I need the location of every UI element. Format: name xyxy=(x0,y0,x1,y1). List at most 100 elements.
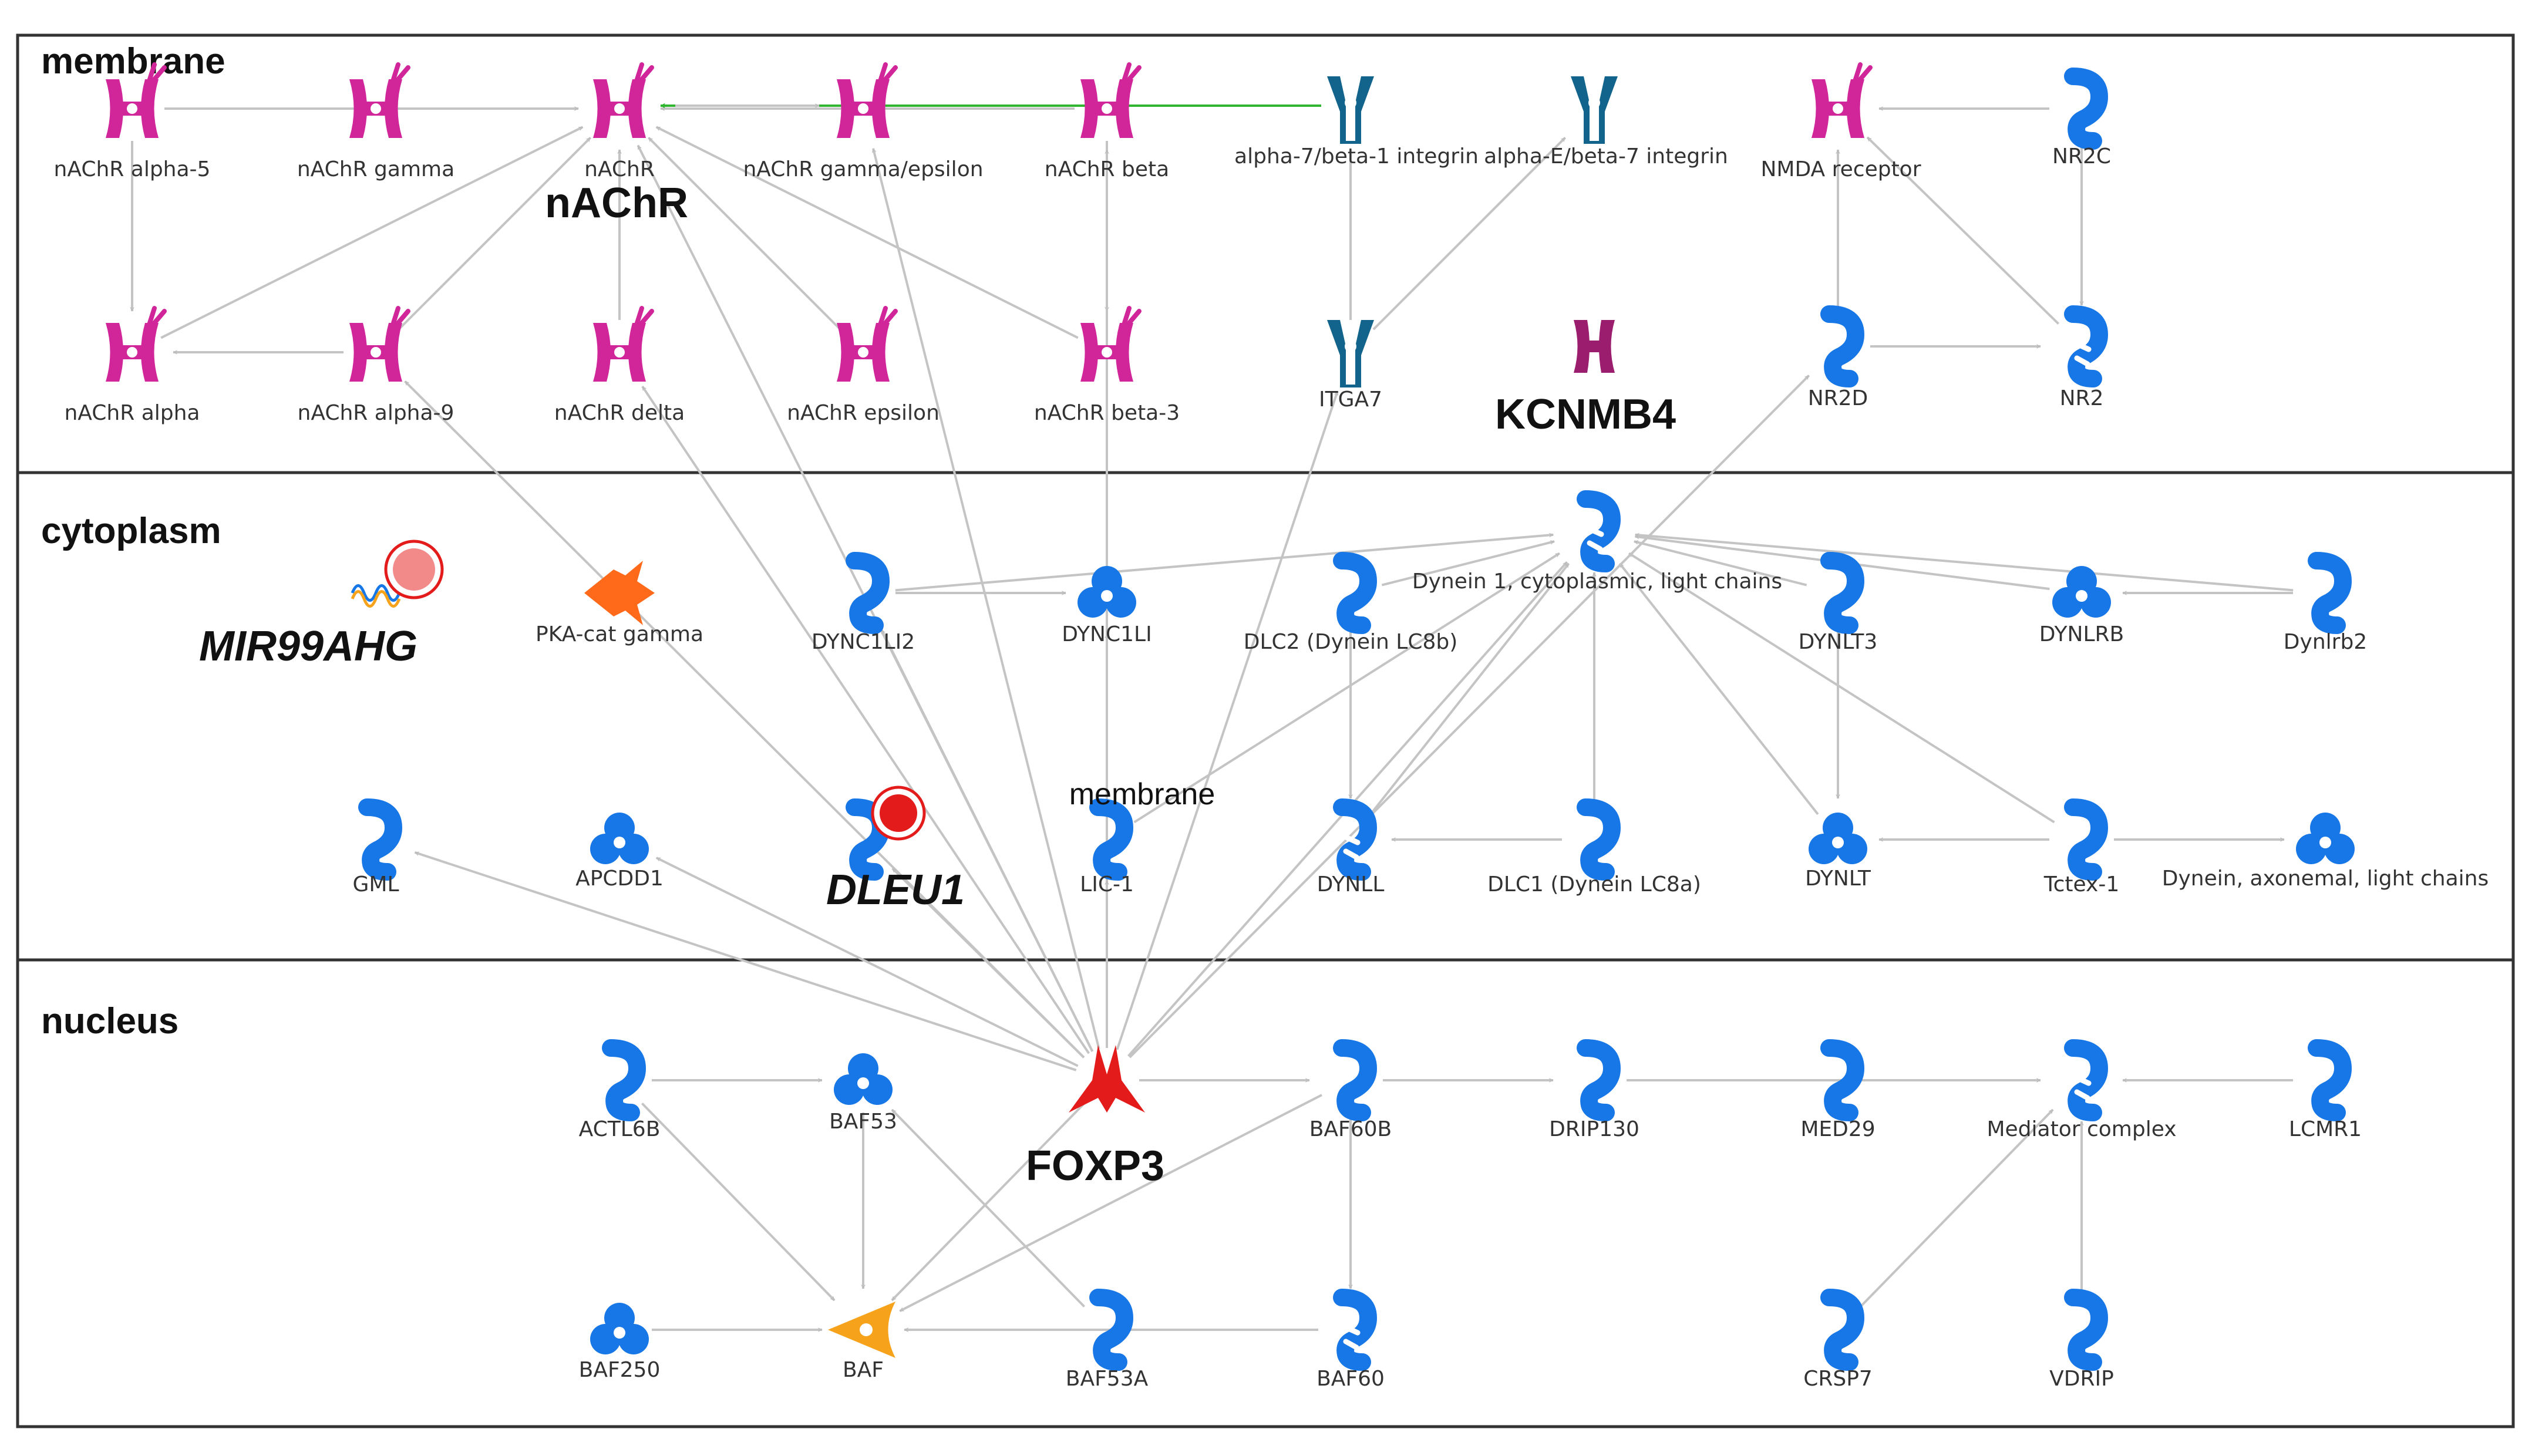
node-label-nr2c: NR2C xyxy=(2052,144,2111,168)
node-itga7[interactable] xyxy=(1327,320,1374,387)
receptor-channel-icon xyxy=(1080,306,1142,382)
node-dlc1[interactable] xyxy=(1577,798,1621,881)
node-label-lic1: LIC-1 xyxy=(1080,872,1134,896)
node-nachr-beta3[interactable] xyxy=(1080,306,1142,382)
node-dynlt3[interactable] xyxy=(1820,552,1865,634)
node-nr2d[interactable] xyxy=(1820,305,1865,387)
node-label-actl6b: ACTL6B xyxy=(579,1117,661,1141)
protein-icon xyxy=(2064,1289,2109,1371)
mir99ahg-highlight-label: MIR99AHG xyxy=(199,623,417,670)
node-nachr-alpha9[interactable] xyxy=(349,306,410,382)
node-nachr-alpha5[interactable] xyxy=(106,62,167,138)
node-label-nachr-gamma: nAChR gamma xyxy=(297,157,454,181)
node-label-baf53: BAF53 xyxy=(829,1110,897,1134)
node-int-a7b1[interactable] xyxy=(1327,76,1374,144)
node-label-dynll: DYNLL xyxy=(1317,872,1385,896)
node-label-nachr-delta: nAChR delta xyxy=(554,401,685,425)
node-dynlrb2[interactable] xyxy=(2308,552,2352,634)
node-dynlrb[interactable] xyxy=(2052,566,2111,618)
ion-channel-icon xyxy=(1574,320,1615,373)
highlight-marker-icon xyxy=(871,786,926,841)
node-nachr-alpha[interactable] xyxy=(106,306,167,382)
node-gml[interactable] xyxy=(358,798,403,881)
node-dlc2[interactable] xyxy=(1333,552,1378,634)
node-dynll[interactable] xyxy=(1333,798,1378,881)
membrane-section-title: membrane xyxy=(41,41,225,82)
protein-group-icon xyxy=(2064,1039,2109,1121)
node-nr2c[interactable] xyxy=(2064,68,2109,150)
node-baf53a[interactable] xyxy=(1089,1289,1134,1371)
node-label-dynlrb2: Dynlrb2 xyxy=(2284,630,2367,654)
node-int-aeb7[interactable] xyxy=(1571,76,1618,144)
node-label-nr2: NR2 xyxy=(2060,386,2104,410)
receptor-channel-icon xyxy=(106,306,167,382)
node-dync1li[interactable] xyxy=(1078,566,1136,618)
node-nachr[interactable] xyxy=(593,62,654,138)
node-label-nachr-beta: nAChR beta xyxy=(1045,157,1169,181)
node-nachr-delta[interactable] xyxy=(593,306,654,382)
edge-nachr_alpha-to-nachr xyxy=(160,126,584,339)
kcnmb4-highlight-label: KCNMB4 xyxy=(1495,391,1676,438)
node-label-dynein1: Dynein 1, cytoplasmic, light chains xyxy=(1412,569,1782,594)
node-mediator[interactable] xyxy=(2064,1039,2109,1121)
protein-icon xyxy=(358,798,403,881)
node-baf250[interactable] xyxy=(590,1303,649,1354)
node-med29[interactable] xyxy=(1820,1039,1865,1121)
node-dync1li2[interactable] xyxy=(846,552,890,634)
node-drip130[interactable] xyxy=(1577,1039,1621,1121)
edge-foxp3-to-itga7 xyxy=(1116,390,1339,1050)
node-label-nachr-gamma-eps: nAChR gamma/epsilon xyxy=(743,157,983,181)
node-label-gml: GML xyxy=(352,872,399,896)
complex-icon xyxy=(1078,566,1136,618)
node-dleu1[interactable] xyxy=(846,786,926,881)
node-nachr-beta[interactable] xyxy=(1080,62,1142,138)
foxp3-highlight-label: FOXP3 xyxy=(1026,1142,1164,1189)
node-lcmr1[interactable] xyxy=(2308,1039,2352,1121)
protein-icon xyxy=(2308,552,2352,634)
node-apcdd1[interactable] xyxy=(590,813,649,864)
complex-icon xyxy=(590,813,649,864)
node-baf[interactable] xyxy=(828,1302,895,1358)
node-baf60[interactable] xyxy=(1333,1289,1378,1371)
protein-icon xyxy=(2064,68,2109,150)
node-kcnmb4[interactable] xyxy=(1574,320,1615,373)
protein-icon xyxy=(602,1039,647,1121)
node-nachr-gamma-eps[interactable] xyxy=(837,62,898,138)
node-label-baf53a: BAF53A xyxy=(1066,1367,1149,1391)
node-label-nachr-eps: nAChR epsilon xyxy=(787,401,940,425)
node-pka[interactable] xyxy=(584,561,655,625)
protein-icon xyxy=(1820,1039,1865,1121)
membrane-annotation-label: membrane xyxy=(1069,777,1216,811)
node-label-pka: PKA-cat gamma xyxy=(536,622,703,646)
node-nr2[interactable] xyxy=(2064,305,2109,387)
node-baf53[interactable] xyxy=(834,1053,893,1105)
node-vdrip[interactable] xyxy=(2064,1289,2109,1371)
node-tctex1[interactable] xyxy=(2064,798,2109,881)
node-crsp7[interactable] xyxy=(1820,1289,1865,1371)
node-nachr-eps[interactable] xyxy=(837,306,898,382)
edge-dynlt3-to-dynein1 xyxy=(1634,540,1807,587)
edge-nachr_alpha9-to-nachr xyxy=(398,137,591,331)
nucleus-section-frame xyxy=(16,958,2515,1428)
edge-foxp3-to-baf xyxy=(891,1102,1086,1302)
node-mir99ahg[interactable] xyxy=(351,540,444,608)
node-actl6b[interactable] xyxy=(602,1039,647,1121)
node-lic1[interactable] xyxy=(1089,798,1134,881)
node-nmda[interactable] xyxy=(1812,62,1873,138)
node-label-vdrip: VDRIP xyxy=(2049,1367,2114,1391)
node-dynein-ax[interactable] xyxy=(2296,813,2355,864)
node-dynlt[interactable] xyxy=(1809,813,1867,864)
node-label-dync1li2: DYNC1LI2 xyxy=(812,630,915,654)
node-baf60b[interactable] xyxy=(1333,1039,1378,1121)
protein-icon xyxy=(1577,1039,1621,1121)
edge-baf53a-to-baf53 xyxy=(891,1108,1086,1308)
protein-icon xyxy=(2064,798,2109,881)
edge-foxp3-to-dync1li2 xyxy=(880,629,1094,1052)
complex-icon xyxy=(2296,813,2355,864)
node-nachr-gamma[interactable] xyxy=(349,62,410,138)
edge-tctex1-to-dynein1 xyxy=(1628,552,2055,824)
node-label-mediator: Mediator complex xyxy=(1986,1117,2176,1141)
node-foxp3[interactable] xyxy=(1069,1045,1145,1113)
node-dynein1[interactable] xyxy=(1577,490,1621,572)
